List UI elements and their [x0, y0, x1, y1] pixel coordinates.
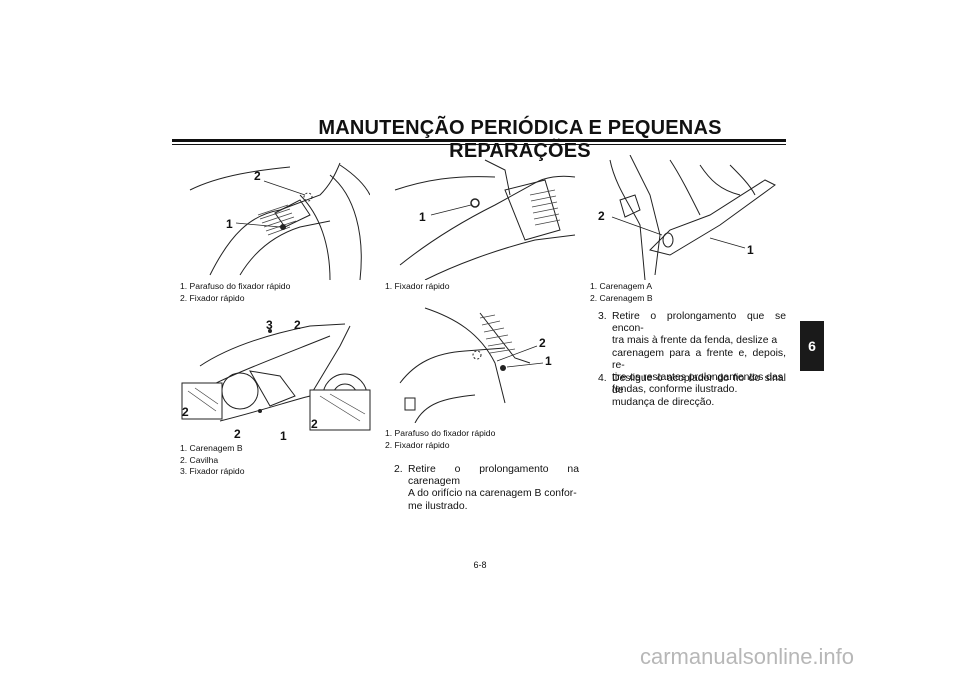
watermark: carmanualsonline.info: [640, 644, 855, 669]
fig5-callout-1: 1: [747, 243, 754, 257]
fig4-callout-1: 1: [545, 354, 552, 368]
fig1-callout-2: 2: [254, 169, 261, 183]
step-2-number: 2.: [394, 464, 403, 475]
fig4-callout-2: 2: [539, 336, 546, 350]
fig5-caption-line: 1. Carenagem A: [590, 281, 653, 291]
fig2-caption-line: 1. Carenagem B: [180, 443, 243, 453]
figure-4-fairing-fastener: 2 1: [399, 307, 552, 423]
title-rule-thick: [172, 139, 786, 142]
fig2-caption: 1. Carenagem B 2. Cavilha 3. Fixador ráp…: [180, 443, 245, 478]
step-3: 3. Retire o prolongamento que se encon- …: [598, 311, 786, 396]
title-rule-thin: [172, 144, 786, 145]
fig2-callout-2b: 2: [182, 405, 189, 419]
fig3-callout-1: 1: [419, 210, 426, 224]
step-2: 2. Retire o prolongamento na carenagem A…: [394, 464, 579, 513]
fig2-callout-2a: 2: [294, 318, 301, 332]
fig5-caption: 1. Carenagem A 2. Carenagem B: [590, 281, 653, 304]
figure-2-motorcycle-side: 3 2 2 2 1 2: [181, 318, 371, 441]
page-number: 6-8: [473, 560, 487, 570]
fig2-callout-3: 3: [266, 318, 273, 332]
step-4-number: 4.: [598, 373, 607, 384]
fig1-caption: 1. Parafuso do fixador rápido 2. Fixador…: [180, 281, 290, 304]
fig3-caption: 1. Fixador rápido: [385, 281, 450, 293]
step-2-line: A do orifício na carenagem B confor-: [408, 488, 577, 500]
step-3-number: 3.: [598, 311, 607, 322]
step-3-line: Retire o prolongamento que se encon-: [612, 311, 786, 335]
step-3-line: tra mais à frente da fenda, deslize a: [612, 335, 778, 347]
figure-5-fairing-a-b: 2 1: [598, 155, 776, 280]
fig2-caption-line: 2. Cavilha: [180, 454, 219, 465]
page-title: MANUTENÇÃO PERIÓDICA E PEQUENAS REPARAÇÕ…: [318, 117, 722, 162]
figure-1-fairing-fastener: 1 2: [189, 162, 370, 280]
fig1-caption-line: 1. Parafuso do fixador rápido: [180, 281, 291, 291]
fig4-caption-line: 1. Parafuso do fixador rápido: [385, 428, 496, 438]
step-4-line: mudança de direcção.: [612, 397, 715, 409]
fig5-callout-2: 2: [598, 209, 605, 223]
step-2-line: me ilustrado.: [408, 500, 468, 512]
fig4-caption-line: 2. Fixador rápido: [385, 439, 450, 450]
fig4-caption: 1. Parafuso do fixador rápido 2. Fixador…: [385, 428, 495, 451]
fig3-caption-line: 1. Fixador rápido: [385, 281, 450, 291]
fig2-caption-line: 3. Fixador rápido: [180, 466, 245, 476]
fig1-caption-line: 2. Fixador rápido: [180, 292, 245, 303]
step-3-line: tire os restantes prolongamentos das: [612, 372, 783, 384]
fig1-callout-1: 1: [226, 217, 233, 231]
fig2-callout-2d: 2: [311, 417, 318, 431]
step-4: 4. Desligue o acoplador do fio do sinal …: [598, 373, 786, 410]
figure-3-fairing-fastener: 1: [394, 159, 576, 280]
fig2-callout-1: 1: [280, 429, 287, 441]
fig5-caption-line: 2. Carenagem B: [590, 292, 653, 303]
step-3-line: carenagem para a frente e, depois, re-: [612, 347, 786, 371]
section-tab[interactable]: 6: [800, 321, 824, 371]
fig2-callout-2c: 2: [234, 427, 241, 441]
step-4-line: Desligue o acoplador do fio do sinal de: [612, 373, 786, 397]
step-2-line: Retire o prolongamento na carenagem: [408, 464, 579, 488]
step-3-line: fendas, conforme ilustrado.: [612, 384, 738, 396]
